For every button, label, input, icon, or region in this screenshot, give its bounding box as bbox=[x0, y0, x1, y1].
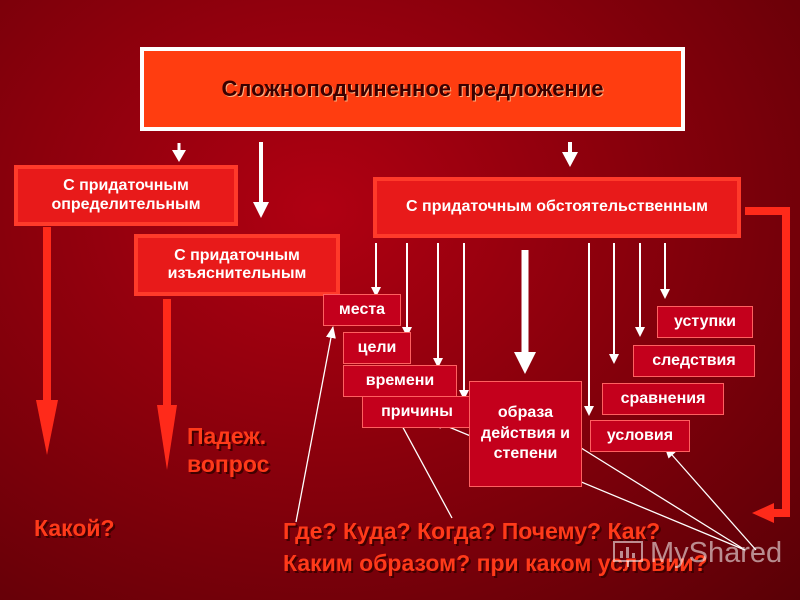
subtype-mesta: места bbox=[323, 294, 401, 326]
type-obstoyatelstvennym: С придаточным обстоятельственным bbox=[373, 177, 741, 238]
title-box: Сложноподчиненное предложение bbox=[140, 47, 685, 131]
type-opredelitelnym: С придаточным определительным bbox=[14, 165, 238, 226]
caption-padezh: Падеж. вопрос bbox=[187, 423, 270, 477]
subtype-vremeni: времени bbox=[343, 365, 457, 397]
caption-kakoy: Какой? bbox=[34, 515, 115, 541]
sub-arrows bbox=[371, 243, 670, 416]
arrow-head-opred bbox=[172, 150, 186, 162]
title-arrows bbox=[172, 142, 578, 218]
subtype-sravneniya: сравнения bbox=[602, 383, 724, 415]
subtype-prichiny: причины bbox=[362, 396, 472, 428]
watermark: MyShared bbox=[612, 537, 782, 570]
subtype-obraza: образа действия и степени bbox=[469, 381, 582, 487]
subtype-celi: цели bbox=[343, 332, 411, 364]
arrow-head-izyas bbox=[253, 202, 269, 218]
presentation-icon bbox=[613, 540, 643, 567]
subtype-ustupki: уступки bbox=[657, 306, 753, 338]
subtype-sledstviya: следствия bbox=[633, 345, 755, 377]
arrow-head-obst bbox=[562, 152, 578, 167]
watermark-text: MyShared bbox=[650, 537, 783, 569]
red-arrows bbox=[36, 207, 790, 523]
type-izyasnitelnym: С придаточным изъяснительным bbox=[134, 234, 340, 296]
arrow-head-obraza bbox=[514, 352, 536, 374]
subtype-usloviya: условия bbox=[590, 420, 690, 452]
caption-questions-line1: Где? Куда? Когда? Почему? Как? bbox=[283, 518, 661, 544]
caption-questions-line2: Каким образом? при каком условии? bbox=[283, 550, 708, 576]
